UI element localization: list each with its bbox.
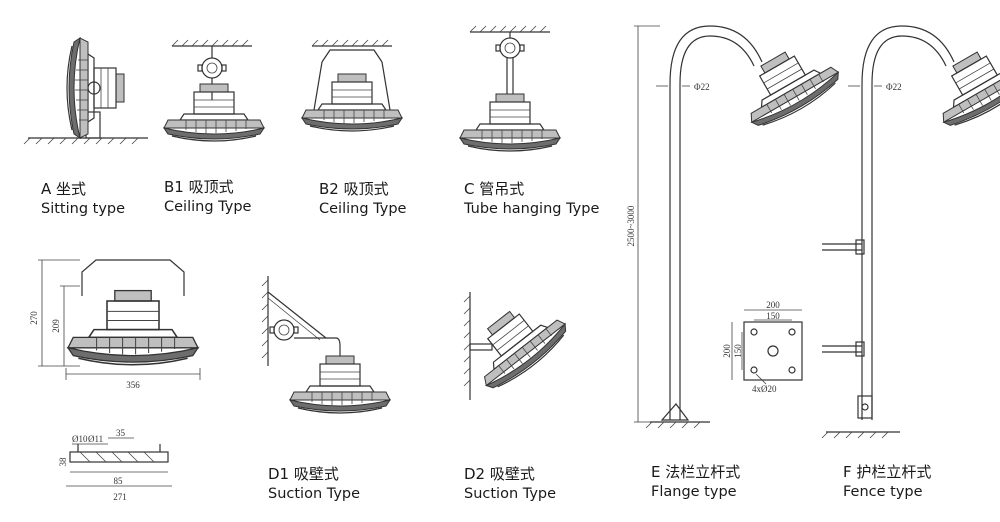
figure-c-tube (459, 25, 561, 152)
caption-c-en: Tube hanging Type (464, 201, 600, 217)
caption-b1-cn: B1 吸顶式 (164, 178, 234, 196)
caption-d1-en: Suction Type (268, 486, 361, 502)
dim-pole-diameter-e: Φ22 (694, 82, 710, 92)
figure-b1-ceiling (163, 39, 265, 142)
caption-b2-cn: B2 吸顶式 (319, 180, 389, 198)
caption-f-cn: F 护栏立杆式 (843, 463, 932, 481)
figure-flange-plate (731, 309, 803, 385)
caption-d1-cn: D1 吸壁式 (268, 465, 339, 483)
caption-f-en: Fence type (843, 484, 923, 500)
caption-c-cn: C 管吊式 (464, 180, 525, 198)
dim-bracket-height: 38 (58, 457, 68, 467)
caption-d2: D2 吸壁式 Suction Type (464, 467, 556, 502)
dim-bracket-slot: 35 (116, 428, 126, 438)
dim-flange-inner: 150 (766, 311, 780, 321)
figure-d1-wall (261, 276, 391, 414)
dim-bracket-holes2: Ø11 (88, 434, 103, 444)
caption-d2-cn: D2 吸壁式 (464, 465, 535, 483)
dim-flange-outer: 200 (766, 300, 780, 310)
figure-b2-ceiling (301, 39, 403, 132)
dim-bracket-holes: Ø10 (72, 434, 88, 444)
figure-a-sitting (23, 37, 148, 145)
caption-b1: B1 吸顶式 Ceiling Type (164, 180, 251, 215)
figure-f-fence-pole (821, 25, 1000, 439)
caption-e: E 法栏立杆式 Flange type (651, 465, 740, 500)
caption-b1-en: Ceiling Type (164, 199, 252, 215)
figure-dimensioned-view (38, 259, 201, 380)
dim-width-total: 356 (126, 380, 140, 390)
dim-height-body: 209 (51, 319, 61, 333)
dim-pole-height: 2500~3000 (626, 205, 636, 246)
caption-e-cn: E 法栏立杆式 (651, 463, 741, 481)
caption-b2-en: Ceiling Type (319, 201, 407, 217)
figure-d2-wall (458, 288, 574, 400)
dim-pole-diameter-f: Φ22 (886, 82, 902, 92)
caption-b2: B2 吸顶式 Ceiling Type (319, 182, 406, 217)
caption-a-cn: A 坐式 (41, 180, 87, 198)
dim-bracket-inner: 85 (114, 476, 124, 486)
dim-flange-holes: 4xØ20 (752, 384, 777, 394)
caption-f: F 护栏立杆式 Fence type (843, 465, 931, 500)
caption-c: C 管吊式 Tube hanging Type (464, 182, 599, 217)
caption-a: A 坐式 Sitting type (41, 182, 125, 217)
figure-bracket (66, 437, 172, 487)
caption-a-en: Sitting type (41, 201, 126, 217)
caption-e-en: Flange type (651, 484, 737, 500)
caption-d1: D1 吸壁式 Suction Type (268, 467, 360, 502)
dim-flange-inner-v: 150 (733, 344, 743, 358)
dim-height-total: 270 (29, 311, 39, 325)
caption-d2-en: Suction Type (464, 486, 557, 502)
dim-flange-outer-v: 200 (722, 344, 732, 358)
dim-bracket-length: 271 (113, 492, 127, 502)
figure-e-flange-pole (634, 25, 846, 429)
